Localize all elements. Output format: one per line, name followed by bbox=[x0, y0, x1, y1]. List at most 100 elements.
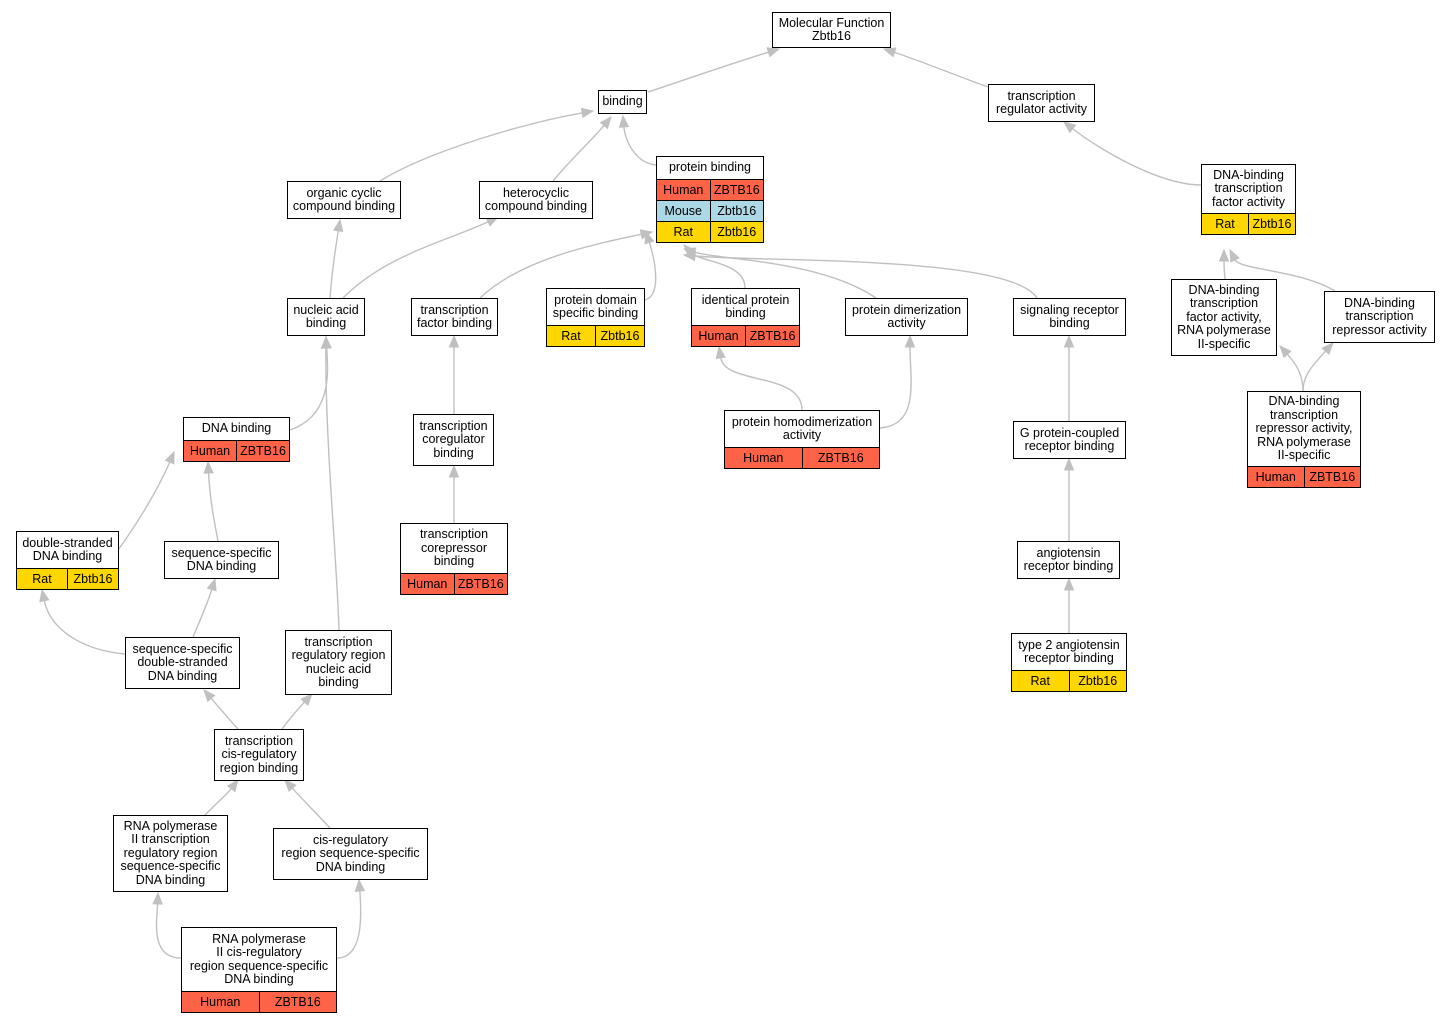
go-term-nab[interactable]: nucleic acid binding bbox=[287, 298, 365, 336]
go-term-label: binding bbox=[602, 94, 643, 109]
go-term-ssdb[interactable]: sequence-specific DNA binding bbox=[164, 541, 279, 579]
edge-dnab-to-nab bbox=[289, 347, 329, 431]
gene-cell: ZBTB16 bbox=[709, 180, 764, 200]
edge-dbtra-to-dbtfa bbox=[1234, 259, 1336, 292]
go-term-mf[interactable]: Molecular Function Zbtb16 bbox=[772, 12, 891, 48]
edge-arrowhead-dbtfa2-to-dbtfa bbox=[1218, 248, 1230, 262]
edge-arrowhead-nab-to-occb bbox=[333, 218, 344, 233]
go-term-label: DNA-binding transcription repressor acti… bbox=[1255, 394, 1353, 463]
go-term-dbtfa2[interactable]: DNA-binding transcription factor activit… bbox=[1171, 279, 1277, 356]
edge-nab-to-occb bbox=[329, 230, 339, 299]
edge-srb-to-pb bbox=[694, 255, 1038, 299]
go-term-binding[interactable]: binding bbox=[598, 90, 647, 114]
edge-arrowhead-tcrrb-to-ssdsdb bbox=[203, 689, 216, 703]
go-term-dbtfa[interactable]: DNA-binding transcription factor activit… bbox=[1201, 164, 1296, 235]
species-cell: Rat bbox=[561, 329, 581, 343]
edge-dbtfa2-to-dbtfa bbox=[1223, 260, 1226, 280]
go-term-label: sequence-specific double-stranded DNA bi… bbox=[132, 641, 233, 683]
species-cell: Rat bbox=[1215, 217, 1235, 231]
go-term-label: cis-regulatory region sequence-specific … bbox=[281, 832, 420, 874]
edge-phda-to-ipb bbox=[720, 357, 803, 411]
edge-pda-to-pb bbox=[694, 251, 877, 299]
edge-crrssdb-to-tcrrb bbox=[291, 787, 331, 829]
go-term-trrnab[interactable]: transcription regulatory region nucleic … bbox=[285, 630, 392, 695]
gene-cell: Zbtb16 bbox=[709, 222, 764, 242]
go-term-label: nucleic acid binding bbox=[293, 302, 359, 330]
go-term-occb[interactable]: organic cyclic compound binding bbox=[287, 181, 401, 219]
edge-arrowhead-rp2trr-to-tcrrb bbox=[226, 778, 239, 793]
edge-arrowhead-srb-to-pb bbox=[682, 250, 696, 262]
edge-ssdsdb-to-dsdb bbox=[43, 600, 126, 655]
go-term-dbtra[interactable]: DNA-binding transcription repressor acti… bbox=[1324, 291, 1435, 343]
go-term-label: protein dimerization activity bbox=[851, 302, 962, 330]
go-term-tra[interactable]: transcription regulator activity bbox=[988, 84, 1095, 122]
go-term-label: heterocyclic compound binding bbox=[484, 185, 588, 213]
go-term-label: identical protein binding bbox=[701, 292, 790, 320]
edge-arrowhead-tra-to-mf bbox=[882, 47, 897, 58]
go-term-label: transcription regulatory region nucleic … bbox=[291, 634, 386, 689]
edge-tcrrb-to-ssdsdb bbox=[210, 697, 239, 730]
go-term-dbtra2[interactable]: DNA-binding transcription repressor acti… bbox=[1247, 391, 1361, 488]
species-cell: Human bbox=[743, 451, 784, 465]
go-term-tfb[interactable]: transcription factor binding bbox=[411, 298, 498, 336]
go-term-label: DNA-binding transcription factor activit… bbox=[1212, 167, 1285, 209]
go-term-label: signaling receptor binding bbox=[1020, 302, 1119, 330]
go-term-hcb[interactable]: heterocyclic compound binding bbox=[479, 181, 593, 219]
gene-cell: ZBTB16 bbox=[236, 441, 289, 461]
edge-arrowhead-rp2crr-to-rp2trr bbox=[152, 891, 163, 905]
go-term-arb[interactable]: angiotensin receptor binding bbox=[1017, 541, 1120, 579]
edge-rp2crr-to-rp2trr bbox=[155, 903, 182, 959]
go-term-tcb[interactable]: transcription coregulator binding bbox=[413, 414, 494, 466]
edge-tfb-to-pb bbox=[479, 233, 642, 299]
go-term-gpcrb[interactable]: G protein-coupled receptor binding bbox=[1013, 421, 1126, 459]
species-cell: Mouse bbox=[664, 204, 703, 218]
go-term-label: sequence-specific DNA binding bbox=[171, 545, 272, 573]
go-term-crrssdb[interactable]: cis-regulatory region sequence-specific … bbox=[273, 828, 428, 880]
go-term-label: double-stranded DNA binding bbox=[22, 535, 113, 563]
edge-ssdsdb-to-ssdb bbox=[192, 589, 213, 638]
edge-arrowhead-rp2crr-to-crrssdb bbox=[354, 878, 366, 892]
go-term-label: DNA binding bbox=[201, 421, 272, 436]
edge-arrowhead-ssdb-to-dnab bbox=[203, 460, 214, 474]
edge-dbtfa-to-tra bbox=[1072, 128, 1202, 186]
edge-arrowhead-tcrrb-to-trrnab bbox=[300, 693, 313, 707]
edge-arrowhead-arb-to-gpcrb bbox=[1063, 457, 1075, 471]
go-term-srb[interactable]: signaling receptor binding bbox=[1013, 298, 1126, 336]
edge-arrowhead-tcrb-to-tcb bbox=[448, 464, 460, 478]
edge-pb-to-binding bbox=[623, 126, 657, 166]
go-term-tcrrb[interactable]: transcription cis-regulatory region bind… bbox=[214, 729, 304, 781]
go-term-pda[interactable]: protein dimerization activity bbox=[845, 298, 968, 336]
go-term-rp2trr[interactable]: RNA polymerase II transcription regulato… bbox=[113, 815, 228, 892]
gene-cell: ZBTB16 bbox=[1303, 467, 1361, 487]
edge-arrowhead-phda-to-ipb bbox=[715, 345, 726, 360]
go-term-ssdsdb[interactable]: sequence-specific double-stranded DNA bi… bbox=[125, 637, 240, 689]
species-cell: Human bbox=[698, 329, 739, 343]
go-term-label: transcription regulator activity bbox=[995, 88, 1087, 116]
go-term-rp2crr[interactable]: RNA polymerase II cis-regulatory region … bbox=[181, 927, 337, 1013]
gene-cell: ZBTB16 bbox=[801, 448, 880, 468]
go-term-label: transcription corepressor binding bbox=[419, 527, 489, 569]
go-term-label: DNA-binding transcription repressor acti… bbox=[1332, 295, 1427, 337]
go-term-label: transcription cis-regulatory region bind… bbox=[219, 733, 299, 775]
edge-arrowhead-crrssdb-to-tcrrb bbox=[284, 779, 297, 793]
go-term-label: angiotensin receptor binding bbox=[1023, 545, 1114, 573]
go-term-label: RNA polymerase II transcription regulato… bbox=[120, 818, 221, 887]
edge-arrowhead-pb-to-binding bbox=[618, 114, 630, 128]
